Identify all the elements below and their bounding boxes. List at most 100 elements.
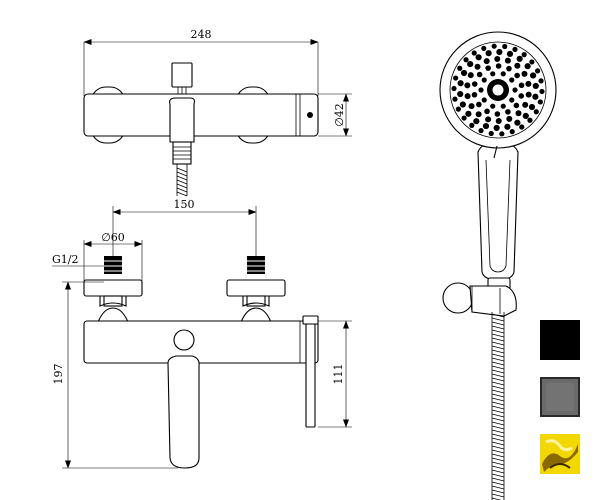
nozzle <box>457 65 463 71</box>
nozzle <box>490 71 496 77</box>
hose-nut <box>172 141 192 165</box>
wall-holder-base <box>442 282 474 314</box>
nozzle <box>499 131 505 137</box>
nozzle <box>525 80 532 87</box>
nozzle <box>509 97 515 103</box>
nozzle <box>465 110 472 117</box>
nozzle <box>502 43 508 50</box>
eccentric-left <box>99 296 127 307</box>
nozzle <box>475 111 482 118</box>
wall-flange-front-right <box>226 279 286 297</box>
nozzle <box>519 124 525 130</box>
finish-swatch-black[interactable] <box>540 320 580 360</box>
shower-holder <box>469 285 517 317</box>
nozzle <box>464 93 471 100</box>
nozzle <box>481 97 487 103</box>
mixer-body-front <box>83 320 319 364</box>
nozzle <box>493 124 500 132</box>
shower-hose <box>491 312 505 500</box>
diameter-symbol-front: ∅ <box>101 231 111 244</box>
nozzle <box>475 54 482 61</box>
nozzle <box>506 115 513 122</box>
nozzle <box>521 52 527 58</box>
front-view: 150 ∅60 G1/2 <box>52 198 352 469</box>
nozzle <box>464 82 471 89</box>
dim-centers: 150 <box>174 198 195 211</box>
nozzle <box>481 77 487 83</box>
nozzle <box>471 91 478 98</box>
svg-text:∅60: ∅60 <box>101 231 125 244</box>
nozzle <box>528 103 536 111</box>
nozzle <box>481 45 487 51</box>
nozzle <box>514 72 520 79</box>
nozzle <box>457 90 464 98</box>
lever-handle <box>305 323 316 428</box>
nozzle <box>474 63 481 70</box>
nozzle <box>532 82 539 90</box>
svg-text:∅42: ∅42 <box>333 103 346 127</box>
nozzle <box>473 118 480 125</box>
nozzle <box>500 103 506 109</box>
nozzle <box>506 50 514 58</box>
nozzle <box>453 75 459 81</box>
nozzle <box>538 78 544 84</box>
nozzle <box>535 68 541 74</box>
diverter-knob <box>171 62 193 88</box>
nozzle <box>533 109 539 115</box>
nozzle <box>494 111 501 117</box>
finish-swatch-gold[interactable] <box>540 434 580 474</box>
nozzle <box>483 58 490 65</box>
nozzle <box>504 123 511 130</box>
spout-front <box>167 355 200 469</box>
eccentric-right <box>242 296 270 307</box>
nut-left <box>103 295 123 307</box>
nozzle <box>460 69 468 77</box>
nozzle <box>525 91 532 98</box>
nozzle <box>451 85 457 92</box>
nozzle <box>506 65 512 72</box>
nozzle <box>522 101 529 108</box>
mixer-body-top <box>83 93 319 137</box>
shower-handle <box>477 141 519 281</box>
nozzle <box>485 65 491 71</box>
thread-label: G1/2 <box>52 253 79 266</box>
spout-top <box>169 97 196 143</box>
dim-lever-height: 111 <box>332 364 345 385</box>
wall-flange-front-left <box>83 279 143 297</box>
nozzle <box>468 103 475 110</box>
nut-right <box>246 295 266 307</box>
nozzle <box>491 43 497 49</box>
nozzle <box>512 87 518 93</box>
spray-selector <box>493 145 498 159</box>
finish-swatch-gunmetal[interactable] <box>540 377 580 417</box>
nozzle <box>463 57 469 63</box>
nozzle <box>452 96 458 102</box>
nozzle <box>504 57 511 64</box>
nozzle <box>537 99 543 105</box>
nozzle <box>488 130 494 137</box>
nozzle <box>471 81 478 87</box>
nozzle <box>461 115 467 121</box>
nozzle <box>518 82 525 89</box>
nozzle <box>478 128 484 134</box>
nozzle <box>539 88 545 95</box>
nozzle <box>509 129 515 135</box>
nozzle <box>471 50 477 56</box>
nozzle <box>476 71 483 78</box>
nozzle <box>495 117 502 124</box>
nozzle <box>496 48 503 56</box>
nozzle <box>521 70 528 77</box>
nozzle <box>524 63 531 70</box>
nozzle <box>478 87 484 93</box>
diameter-symbol-top: ∅ <box>333 117 346 127</box>
dim-overall-width: 248 <box>191 28 212 41</box>
hose-stub <box>176 164 188 197</box>
shower-head-face <box>449 41 547 139</box>
nozzle <box>512 46 518 53</box>
nozzle <box>500 71 506 77</box>
nozzle <box>518 93 525 99</box>
nozzle <box>530 72 537 79</box>
top-view: 248 ∅42 <box>83 28 352 197</box>
nozzle <box>476 101 482 108</box>
